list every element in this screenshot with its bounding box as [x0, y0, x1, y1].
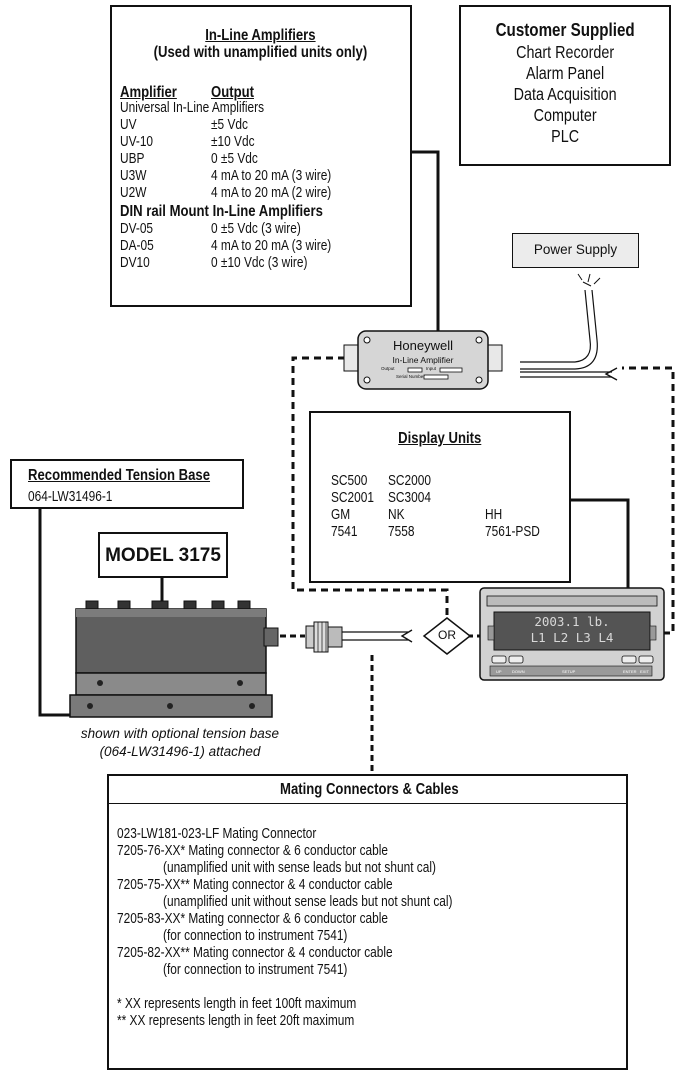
mating-line: 7205-83-XX* Mating connector & 6 conduct… — [117, 911, 388, 927]
amp-serial-label: Serial Number — [396, 374, 425, 379]
amp-dashed-cable — [291, 356, 449, 620]
mating-line: 7205-82-XX** Mating connector & 4 conduc… — [117, 945, 393, 961]
customer-supplied-panel: Customer Supplied Chart Recorder Alarm P… — [459, 5, 671, 166]
customer-item: Data Acquisition — [513, 84, 617, 104]
power-cable-outer — [520, 289, 592, 363]
amplifier-output: 0 ±5 Vdc — [211, 151, 258, 167]
tension-base-panel: Recommended Tension Base 064-LW31496-1 — [10, 459, 244, 509]
amplifier-output: 0 ±5 Vdc (3 wire) — [211, 221, 301, 237]
display-btn-up: UP — [496, 669, 502, 674]
or-label: OR — [438, 628, 456, 642]
mating-title: Mating Connectors & Cables — [280, 781, 459, 798]
customer-title: Customer Supplied — [495, 19, 635, 40]
amplifier-model: UBP — [120, 151, 145, 167]
caption: shown with optional tension base (064-LW… — [60, 725, 300, 761]
amplifier-output: ±5 Vdc — [211, 117, 248, 133]
display-unit-model: 7561-PSD — [485, 524, 540, 540]
amplifier-output: ±10 Vdc — [211, 134, 255, 150]
customer-dashed-cable — [622, 366, 675, 635]
caption-line: shown with optional tension base — [80, 726, 280, 741]
customer-item: Alarm Panel — [526, 63, 605, 83]
mating-connectors-panel: Mating Connectors & Cables 023-LW181-023… — [107, 774, 628, 1070]
mating-note: ** XX represents length in feet 20ft max… — [117, 1013, 355, 1029]
display-unit-model: SC500 — [331, 473, 368, 489]
display-unit-model: NK — [388, 507, 405, 523]
amplifier-model: DV-05 — [120, 221, 154, 237]
display-unit-model: SC2000 — [388, 473, 431, 489]
display-screen: 2003.1 lb. L1 L2 L3 L4 — [494, 614, 650, 646]
load-cell-cable — [340, 631, 408, 641]
amplifier-output: 0 ±10 Vdc (3 wire) — [211, 255, 308, 271]
display-unit-model: 7541 — [331, 524, 358, 540]
cable-arrow — [400, 629, 413, 643]
display-unit-model: SC2001 — [331, 490, 374, 506]
amplifier-model: U2W — [120, 185, 147, 201]
tension-base-wire — [38, 508, 76, 717]
customer-item: Computer — [533, 105, 597, 125]
amplifier-output: 4 mA to 20 mA (3 wire) — [211, 238, 332, 254]
customer-item: PLC — [551, 126, 580, 146]
mating-line: (unamplified unit without sense leads bu… — [163, 894, 453, 910]
amplifier-output: 4 mA to 20 mA (2 wire) — [211, 185, 332, 201]
inline-amplifiers-panel: In-Line Amplifiers (Used with unamplifie… — [110, 5, 412, 307]
display-units-title: Display Units — [398, 430, 482, 447]
column-header-amplifier: Amplifier — [120, 84, 177, 101]
customer-item: Chart Recorder — [516, 42, 615, 62]
mating-line: 7205-75-XX** Mating connector & 4 conduc… — [117, 877, 393, 893]
display-connection-wire — [570, 498, 630, 590]
power-arrow — [604, 367, 618, 381]
model-label-box: MODEL 3175 — [98, 532, 228, 578]
amplifiers-subtitle: (Used with unamplified units only) — [153, 44, 368, 61]
display-unit-model: SC3004 — [388, 490, 431, 506]
mating-line: (for connection to instrument 7541) — [163, 962, 348, 978]
amplifier-model: UV — [120, 117, 137, 133]
caption-line: (064-LW31496-1) attached — [99, 744, 261, 759]
display-line-2: L1 L2 L3 L4 — [530, 630, 614, 645]
power-wire-ends — [577, 273, 601, 287]
amp-input-label: Input — [426, 366, 437, 371]
mating-line: (unamplified unit with sense leads but n… — [163, 860, 436, 876]
amplifier-model: DA-05 — [120, 238, 154, 254]
display-btn-enter: ENTER — [623, 669, 637, 674]
display-unit-model: HH — [485, 507, 503, 523]
display-btn-setup: SETUP — [562, 669, 576, 674]
power-cable-inner — [520, 289, 598, 370]
mating-title-divider — [109, 803, 626, 804]
amp-output-label: Output — [381, 366, 395, 371]
display-btn-exit: EXIT — [640, 669, 649, 674]
amp-brand: Honeywell — [393, 338, 453, 353]
display-line-1: 2003.1 lb. — [534, 614, 610, 629]
power-cable-lower — [520, 371, 612, 378]
mating-note: * XX represents length in feet 100ft max… — [117, 996, 357, 1012]
power-supply-box: Power Supply — [512, 233, 639, 268]
amplifier-model: U3W — [120, 168, 147, 184]
power-supply-label: Power Supply — [533, 242, 618, 257]
amplifier-connection-wire — [410, 150, 440, 345]
mating-connector — [305, 621, 343, 653]
amp-device-label: In-Line Amplifier — [392, 355, 454, 365]
display-unit-model: 7558 — [388, 524, 415, 540]
display-btn-down: DOWN — [512, 669, 525, 674]
mating-line: (for connection to instrument 7541) — [163, 928, 348, 944]
display-button-labels: UP DOWN SETUP ENTER EXIT — [490, 667, 652, 676]
mating-line: 7205-76-XX* Mating connector & 6 conduct… — [117, 843, 388, 859]
tension-base-title: Recommended Tension Base — [28, 467, 211, 484]
display-unit-model: GM — [331, 507, 351, 523]
load-cell-model-3175 — [69, 600, 279, 718]
section-universal: Universal In-Line Amplifiers — [120, 100, 265, 116]
mating-line: 023-LW181-023-LF Mating Connector — [117, 826, 317, 842]
tension-base-part: 064-LW31496-1 — [28, 489, 113, 505]
inline-amplifier-device — [343, 330, 503, 390]
or-diamond — [422, 617, 472, 655]
model-label: MODEL 3175 — [105, 545, 221, 566]
display-unit-device — [479, 587, 665, 681]
amplifiers-title: In-Line Amplifiers — [205, 27, 316, 44]
amplifier-model: UV-10 — [120, 134, 154, 150]
display-units-panel: Display Units SC500 SC2000 SC2001 SC3004… — [309, 411, 571, 583]
section-din-rail: DIN rail Mount In-Line Amplifiers — [120, 203, 323, 220]
column-header-output: Output — [211, 84, 254, 101]
amplifier-output: 4 mA to 20 mA (3 wire) — [211, 168, 332, 184]
amplifier-model: DV10 — [120, 255, 150, 271]
